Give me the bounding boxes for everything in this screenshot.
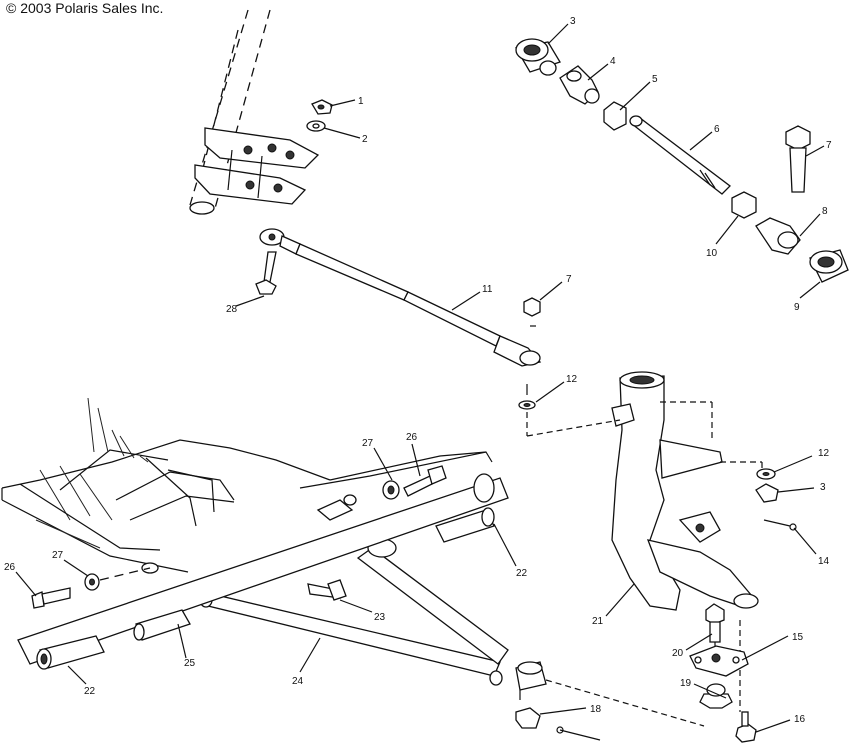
callout-28: 28: [226, 304, 238, 315]
part-nut-3b: [755, 483, 779, 503]
part-tie-rod-tube-6: [629, 115, 731, 195]
copyright-notice: © 2003 Polaris Sales Inc.: [6, 0, 164, 16]
part-nut-7: [523, 297, 541, 327]
callout-numbers: 1 2 3 4 5 6 7 7 8 9 10 11 12 12 3 14 15 …: [4, 16, 832, 725]
part-washer-27-right: [382, 480, 400, 500]
part-bushing-25: [133, 609, 191, 641]
part-jam-nut-5: [603, 101, 627, 131]
frame-section: [1, 397, 493, 574]
callout-10: 10: [706, 248, 718, 259]
callout-3: 3: [570, 16, 576, 27]
callout-6: 6: [714, 124, 720, 135]
part-bolt-26-left: [31, 587, 71, 609]
part-cotter-pin-14: [763, 519, 797, 531]
part-bolt-26-right: [403, 465, 447, 497]
callout-21: 21: [592, 616, 604, 627]
callout-5: 5: [652, 74, 658, 85]
callout-23: 23: [374, 612, 386, 623]
callout-15: 15: [792, 632, 804, 643]
callout-22b: 22: [84, 686, 96, 697]
steering-bracket: [194, 127, 320, 205]
callout-19: 19: [680, 678, 692, 689]
part-tie-rod-11: [259, 228, 542, 367]
callout-9: 9: [794, 302, 800, 313]
callout-27b: 27: [52, 550, 64, 561]
callout-4: 4: [610, 56, 616, 67]
part-ball-joint-19: [699, 683, 733, 709]
callout-1: 1: [358, 96, 364, 107]
part-washer-12: [518, 384, 536, 410]
callout-12a: 12: [566, 374, 578, 385]
callout-3b: 3: [820, 482, 826, 493]
callout-24: 24: [292, 676, 304, 687]
callout-16: 16: [794, 714, 806, 725]
part-washer-12b: [756, 468, 776, 480]
part-bolt-7: [785, 125, 811, 193]
callout-25: 25: [184, 658, 196, 669]
callout-14: 14: [818, 556, 830, 567]
callout-12b: 12: [818, 448, 830, 459]
callout-leaders: [15, 23, 825, 733]
part-rod-end-4: [559, 65, 600, 105]
callout-27a: 27: [362, 438, 374, 449]
callout-18: 18: [590, 704, 602, 715]
part-grease-fitting-23: [327, 579, 347, 601]
part-bolt-20: [705, 603, 725, 643]
part-ball-joint-housing: [515, 661, 547, 700]
part-bolt-28: [255, 251, 277, 295]
part-nut-18: [515, 707, 601, 741]
callout-11: 11: [482, 284, 493, 295]
part-washer-27-left: [84, 567, 151, 591]
part-pivot-tube-22-right: [435, 507, 495, 543]
part-pivot-tube-22-left: [36, 635, 105, 670]
ball-joint-leader: [545, 679, 705, 727]
part-bolt-16: [735, 711, 757, 743]
part-rod-end-8: [755, 217, 801, 255]
callout-2: 2: [362, 134, 368, 145]
part-nut-1: [311, 99, 333, 115]
callout-8: 8: [822, 206, 828, 217]
part-rod-end-bushing-3: [514, 38, 561, 76]
part-jam-nut-10: [731, 191, 757, 219]
part-washer-2: [306, 120, 326, 132]
callout-26a: 26: [406, 432, 418, 443]
callout-26b: 26: [4, 562, 16, 573]
part-spindle-21: [611, 371, 759, 611]
part-plate-15: [689, 645, 749, 677]
part-a-arm-24: [17, 473, 509, 686]
callout-20: 20: [672, 648, 684, 659]
part-rod-end-bushing-9: [809, 249, 849, 283]
callout-7a: 7: [826, 140, 832, 151]
callout-7b: 7: [566, 274, 572, 285]
callout-22a: 22: [516, 568, 528, 579]
